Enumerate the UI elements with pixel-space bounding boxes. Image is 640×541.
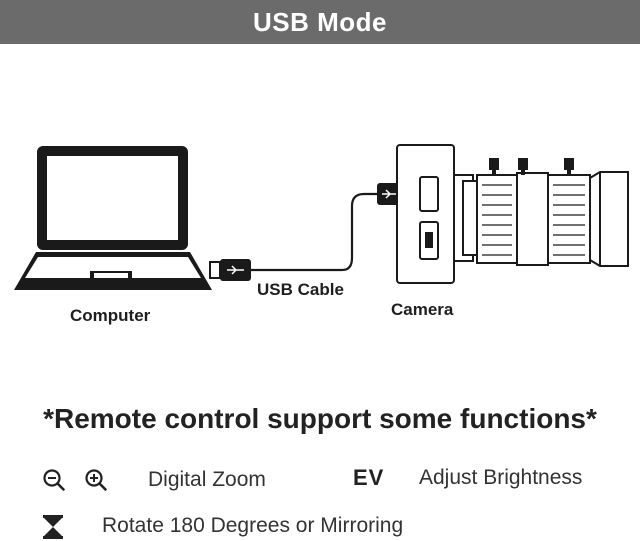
adjust-brightness-label: Adjust Brightness [419,466,583,489]
zoom-in-icon [85,469,107,491]
computer-label: Computer [70,306,151,325]
usb-cable [251,192,378,272]
laptop-icon [14,146,212,290]
page-title: USB Mode [253,6,387,37]
camera-icon [396,144,629,284]
header-banner: USB Mode [0,0,640,44]
camera-label: Camera [391,300,454,319]
digital-zoom-label: Digital Zoom [148,468,266,491]
usb-cable-label: USB Cable [257,280,344,299]
ev-icon: EV [353,465,385,490]
remote-control-note: *Remote control support some functions* [43,403,597,434]
rotate-mirror-label: Rotate 180 Degrees or Mirroring [102,514,404,537]
zoom-out-icon [43,469,65,491]
usb-plug-icon [209,259,251,281]
rotate-flip-icon [43,515,63,539]
usb-connection-diagram [14,144,629,290]
